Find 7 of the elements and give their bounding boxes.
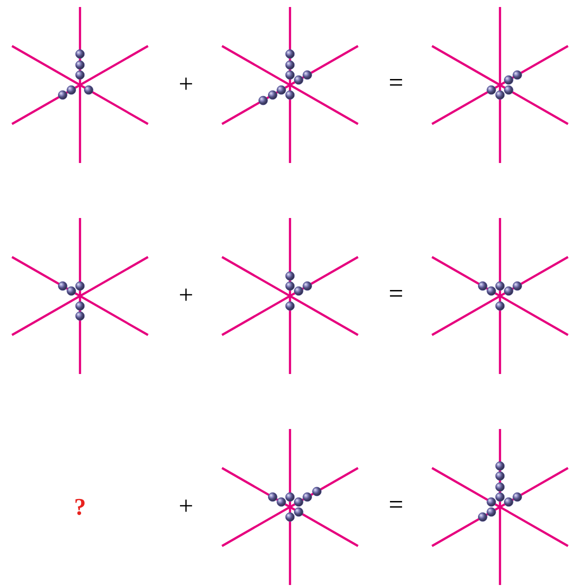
operator-sign: =: [390, 79, 402, 86]
operator-sign: =: [390, 501, 402, 508]
operator-sign: =: [390, 290, 402, 297]
question-mark: ?: [75, 498, 85, 516]
operator-sign: +: [180, 288, 192, 301]
operator-sign: +: [180, 500, 192, 512]
operator-sign: +: [180, 78, 192, 90]
